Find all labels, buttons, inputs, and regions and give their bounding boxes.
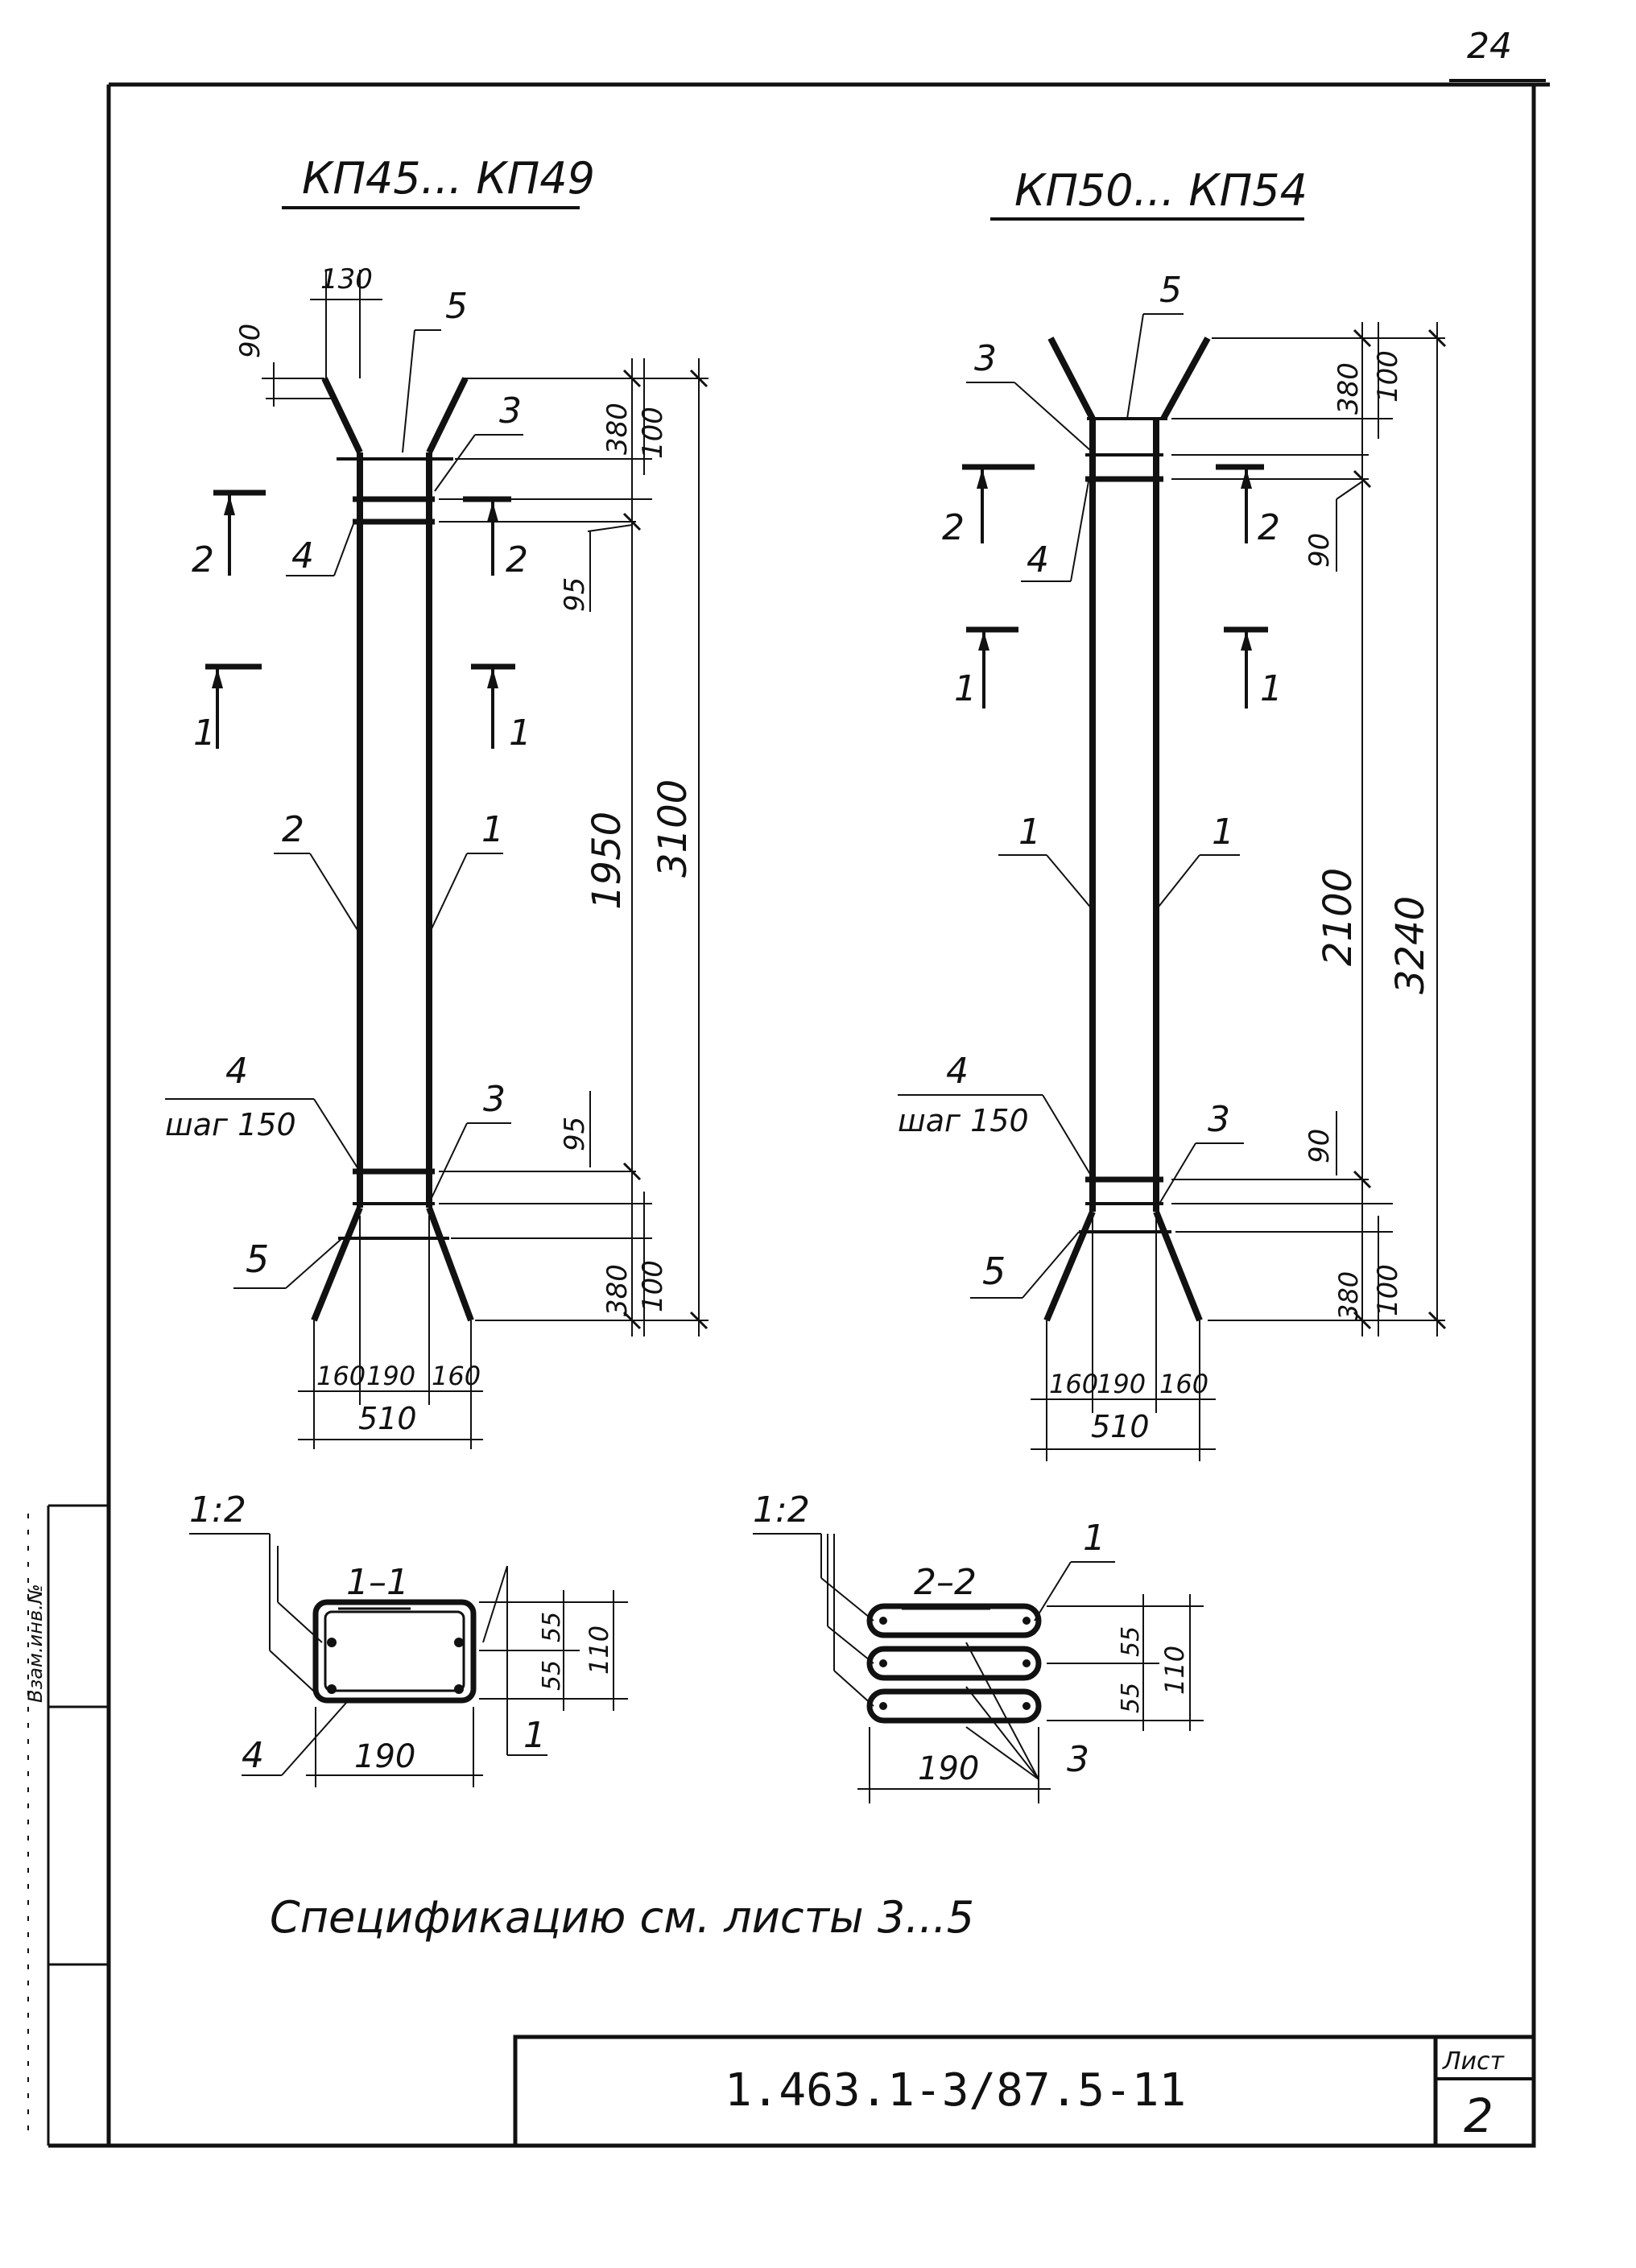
right-dim-510: 510 bbox=[1091, 1409, 1150, 1444]
section-2-scale: 1:2 bbox=[753, 1489, 810, 1531]
section-2-stirrup-3 bbox=[866, 1688, 1042, 1724]
right-section-1-left: 1 bbox=[954, 668, 977, 709]
title-block: 1.463.1-3/87.5-11 Лист 2 bbox=[513, 2035, 1536, 2148]
left-callout-4-step-text: шаг 150 bbox=[165, 1107, 296, 1142]
right-callouts: 5 3 4 1 1 4 шаг 150 3 5 bbox=[898, 270, 1244, 1299]
left-top-dimensions: 130 90 bbox=[234, 263, 382, 407]
right-dim-160-right: 160 bbox=[1159, 1369, 1208, 1399]
right-section-marks: 2 2 1 1 bbox=[942, 464, 1283, 709]
section-1-scale: 1:2 bbox=[189, 1489, 246, 1531]
left-dim-130: 130 bbox=[320, 263, 373, 295]
document-code: 1.463.1-3/87.5-11 bbox=[725, 2064, 1186, 2117]
left-dim-380-top: 380 bbox=[601, 403, 634, 455]
section-1-dim-55a: 55 bbox=[538, 1612, 566, 1642]
left-callout-3-bot: 3 bbox=[483, 1079, 506, 1120]
right-dim-380-top: 380 bbox=[1332, 362, 1365, 415]
left-callout-5-bot: 5 bbox=[246, 1237, 269, 1281]
left-dim-160-right: 160 bbox=[432, 1361, 481, 1391]
section-1-title: 1–1 bbox=[346, 1562, 409, 1603]
left-callout-5-top: 5 bbox=[445, 286, 468, 327]
left-dim-1950: 1950 bbox=[585, 812, 630, 910]
margin-stamp: Взам.инв.№ bbox=[24, 1504, 109, 2146]
right-frame-body bbox=[1043, 337, 1211, 1322]
left-vertical-dimensions: 380 100 95 1950 3100 95 380 100 bbox=[439, 358, 709, 1336]
sheet-label: Лист bbox=[1442, 2047, 1506, 2076]
section-2-dim-110: 110 bbox=[1159, 1646, 1190, 1695]
section-2-stirrup-1 bbox=[866, 1603, 1042, 1638]
spec-note: Спецификацию см. листы 3...5 bbox=[270, 1892, 974, 1943]
section-1-stirrup-inner bbox=[324, 1610, 465, 1692]
right-dim-100-bot: 100 bbox=[1372, 1264, 1404, 1316]
right-callout-4-step-num: 4 bbox=[946, 1051, 969, 1092]
left-bottom-dimensions: 160 190 160 510 bbox=[298, 1216, 483, 1449]
right-callout-5-bot: 5 bbox=[982, 1250, 1006, 1293]
section-2-callout-3: 3 bbox=[1067, 1739, 1089, 1780]
left-dim-100-bot: 100 bbox=[637, 1260, 669, 1312]
left-dim-380-bot: 380 bbox=[601, 1264, 634, 1316]
left-dim-160-left: 160 bbox=[316, 1361, 366, 1391]
left-view: КП45... КП49 130 90 bbox=[165, 153, 709, 1449]
left-dim-95-top: 95 bbox=[559, 577, 591, 612]
right-dim-90-bot: 90 bbox=[1303, 1129, 1336, 1163]
right-vertical-dimensions: 380 100 90 2100 3240 90 380 100 bbox=[1171, 322, 1447, 1336]
left-dim-3100: 3100 bbox=[651, 779, 696, 878]
right-callout-4-step-text: шаг 150 bbox=[898, 1103, 1029, 1138]
right-section-2-right: 2 bbox=[1258, 507, 1280, 548]
left-dim-95-bot: 95 bbox=[559, 1117, 591, 1151]
section-1-dim-55b: 55 bbox=[538, 1660, 566, 1691]
section-1-callout-1: 1 bbox=[523, 1715, 546, 1756]
right-dim-190: 190 bbox=[1097, 1369, 1146, 1399]
left-callout-1: 1 bbox=[481, 809, 504, 850]
right-callout-1-right: 1 bbox=[1212, 812, 1234, 853]
margin-stamp-text: Взам.инв.№ bbox=[24, 1584, 47, 1703]
right-callout-3-bot: 3 bbox=[1208, 1099, 1230, 1140]
section-2-dim-55b: 55 bbox=[1117, 1683, 1145, 1713]
left-frame-body bbox=[311, 377, 474, 1322]
section-2-dim-190: 190 bbox=[918, 1750, 979, 1787]
right-callout-5-top: 5 bbox=[1159, 270, 1182, 311]
section-2-dim-55a: 55 bbox=[1117, 1626, 1145, 1657]
page-number: 24 bbox=[1467, 26, 1512, 67]
section-1-dim-110: 110 bbox=[584, 1626, 614, 1675]
right-dim-3240: 3240 bbox=[1388, 896, 1433, 994]
section-2-2: 2–2 1:2 1 55 55 110 190 3 bbox=[753, 1489, 1204, 1803]
left-dim-510: 510 bbox=[358, 1401, 417, 1436]
right-section-1-right: 1 bbox=[1260, 668, 1283, 709]
left-section-marks: 2 2 1 1 bbox=[192, 490, 531, 754]
right-view: КП50... КП54 bbox=[898, 165, 1447, 1461]
left-callout-2: 2 bbox=[282, 809, 304, 850]
left-section-2-right: 2 bbox=[506, 539, 528, 580]
left-view-title: КП45... КП49 bbox=[302, 153, 595, 204]
left-section-1-right: 1 bbox=[509, 713, 531, 754]
left-section-2-left: 2 bbox=[192, 539, 214, 580]
right-dim-100-top: 100 bbox=[1372, 350, 1404, 403]
section-1-callout-4: 4 bbox=[242, 1735, 264, 1776]
left-callout-4-step-num: 4 bbox=[225, 1051, 248, 1092]
right-dim-160-left: 160 bbox=[1049, 1369, 1098, 1399]
right-view-title: КП50... КП54 bbox=[1014, 165, 1308, 216]
right-section-2-left: 2 bbox=[942, 507, 965, 548]
right-callout-1-left: 1 bbox=[1018, 812, 1041, 853]
right-bottom-dimensions: 160 190 160 510 bbox=[1031, 1216, 1216, 1461]
left-callouts: 5 3 4 2 1 4 шаг 150 3 5 bbox=[165, 286, 523, 1289]
sheet-number: 2 bbox=[1464, 2088, 1493, 2143]
left-dim-100-top: 100 bbox=[637, 407, 669, 459]
right-dim-90-top: 90 bbox=[1303, 533, 1336, 568]
right-dim-380-bot: 380 bbox=[1333, 1271, 1364, 1320]
left-dim-90: 90 bbox=[234, 324, 266, 358]
section-2-title: 2–2 bbox=[914, 1562, 977, 1603]
left-dim-190: 190 bbox=[366, 1361, 415, 1391]
section-2-callout-1: 1 bbox=[1083, 1518, 1105, 1559]
left-callout-3-top: 3 bbox=[499, 390, 522, 432]
left-section-1-left: 1 bbox=[193, 713, 216, 754]
right-callout-4-top: 4 bbox=[1027, 539, 1049, 580]
section-1-1: 1–1 1:2 55 55 110 1 190 4 bbox=[189, 1489, 628, 1787]
right-callout-3-top: 3 bbox=[974, 338, 997, 379]
left-callout-4-top: 4 bbox=[291, 535, 314, 576]
section-1-dim-190: 190 bbox=[354, 1738, 415, 1775]
right-dim-2100: 2100 bbox=[1316, 868, 1361, 966]
section-2-stirrup-2 bbox=[866, 1646, 1042, 1681]
section-1-stirrup-outer bbox=[312, 1599, 477, 1704]
